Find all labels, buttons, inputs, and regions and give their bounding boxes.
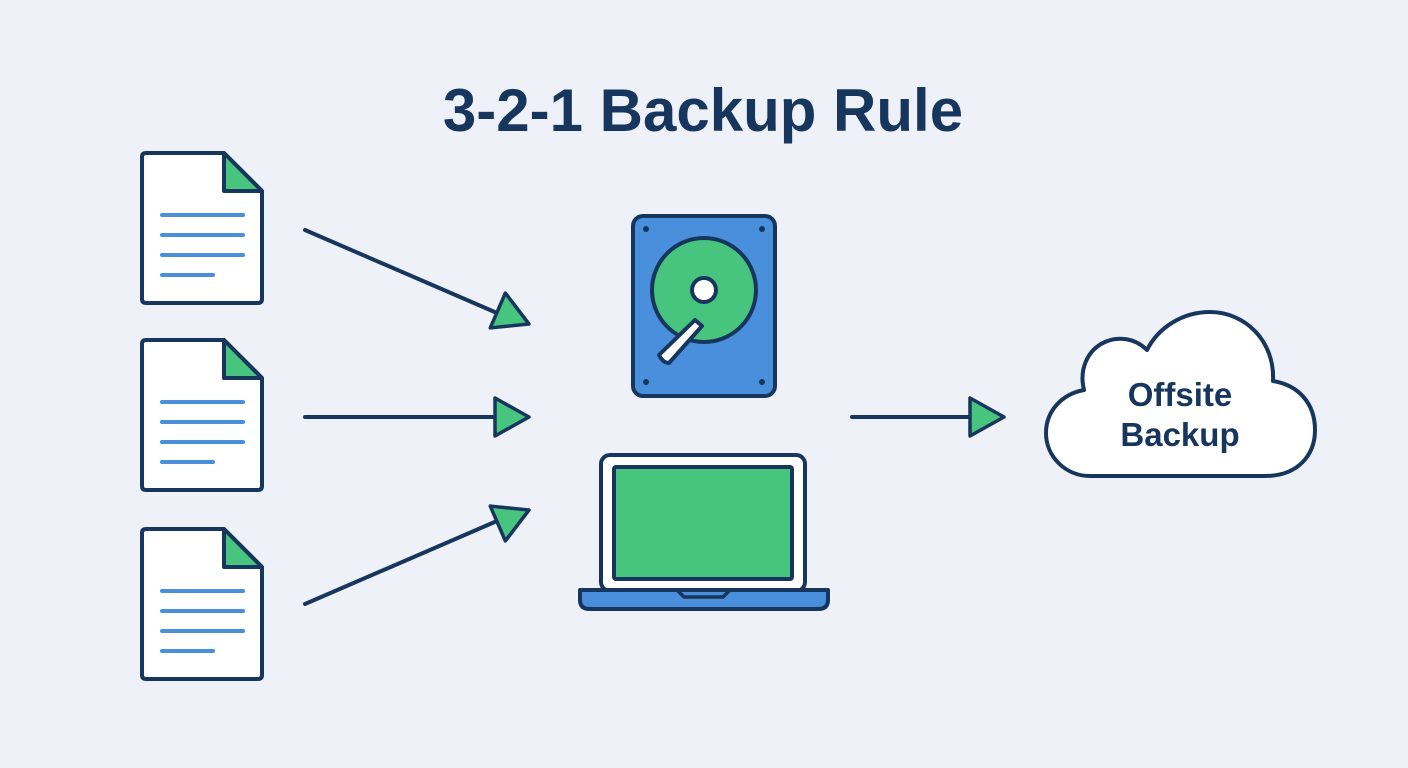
document-icon — [140, 338, 264, 492]
arrow-to-offsite — [850, 396, 1006, 438]
cloud-label-line2: Backup — [1120, 416, 1239, 453]
document-icon — [140, 527, 264, 681]
cloud-label-line1: Offsite — [1128, 376, 1233, 413]
laptop-icon — [578, 453, 830, 611]
document-icon — [140, 151, 264, 305]
diagram-title: 3-2-1 Backup Rule — [443, 77, 963, 144]
arrow-middle — [303, 396, 531, 438]
cloud-icon: Offsite Backup — [1044, 310, 1317, 478]
arrow-top — [303, 228, 539, 344]
arrow-bottom — [303, 490, 539, 606]
hard-drive-icon — [631, 214, 777, 398]
